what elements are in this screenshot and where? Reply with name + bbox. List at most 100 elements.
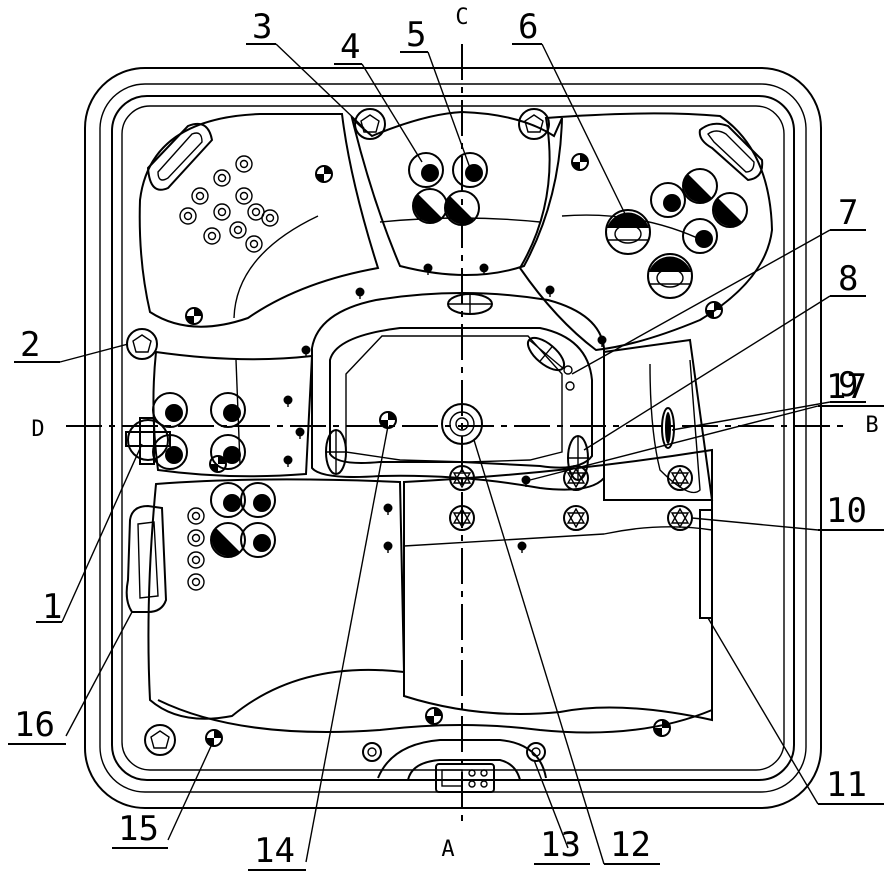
drain-filter bbox=[441, 403, 483, 445]
callout-number: 8 bbox=[838, 259, 858, 299]
callout-number: 5 bbox=[406, 15, 426, 55]
leader-line bbox=[361, 63, 423, 163]
callout-number: 7 bbox=[838, 193, 858, 233]
callout-number: 6 bbox=[518, 7, 538, 47]
leader-line bbox=[61, 443, 143, 623]
large-jet bbox=[412, 188, 448, 224]
large-jet bbox=[650, 182, 686, 218]
air-jet bbox=[425, 707, 443, 725]
leader-line bbox=[473, 439, 605, 865]
rotary-jet bbox=[449, 505, 475, 531]
callout-number: 9 bbox=[838, 365, 858, 405]
axis-letter-bottom: A bbox=[441, 837, 454, 862]
callout-number: 15 bbox=[118, 809, 159, 849]
rotary-jet bbox=[667, 505, 693, 531]
spot-jet bbox=[423, 263, 433, 275]
spot-jet bbox=[517, 541, 527, 553]
pillow-fitting bbox=[518, 108, 550, 140]
callout-number: 10 bbox=[826, 491, 867, 531]
mini-jet bbox=[187, 507, 205, 525]
callout-number: 17 bbox=[826, 367, 867, 407]
spot-jet bbox=[283, 395, 293, 407]
axis-letter-right: B bbox=[865, 413, 878, 438]
large-jet bbox=[210, 392, 246, 428]
suction-fitting bbox=[661, 407, 675, 449]
mini-jet bbox=[245, 235, 263, 253]
air-jet bbox=[185, 307, 203, 325]
leader-line bbox=[275, 43, 365, 129]
suction-fitting bbox=[567, 435, 589, 481]
led-light bbox=[565, 381, 575, 391]
lens-jet bbox=[605, 209, 651, 255]
spot-jet bbox=[383, 541, 393, 553]
large-jet bbox=[240, 482, 276, 518]
mini-jet bbox=[187, 529, 205, 547]
mini-jet bbox=[187, 573, 205, 591]
suction-fitting bbox=[447, 293, 493, 315]
mini-jet bbox=[229, 221, 247, 239]
air-jet bbox=[209, 455, 227, 473]
callout-number: 16 bbox=[14, 705, 55, 745]
mini-jet bbox=[213, 169, 231, 187]
leader-line bbox=[529, 405, 819, 481]
mini-jet bbox=[261, 209, 279, 227]
mini-jet bbox=[179, 207, 197, 225]
large-jet bbox=[682, 168, 718, 204]
control-panel bbox=[377, 739, 547, 793]
leader-line bbox=[691, 517, 819, 531]
pillow-fitting bbox=[126, 328, 158, 360]
callout-number: 11 bbox=[826, 765, 867, 805]
leader-line bbox=[427, 51, 471, 169]
leader-line bbox=[707, 617, 819, 805]
callout-number: 2 bbox=[20, 325, 40, 365]
leader-line bbox=[167, 743, 213, 841]
leader-lines bbox=[8, 43, 884, 871]
leader-line bbox=[541, 43, 629, 221]
spot-jet bbox=[479, 263, 489, 275]
diverter-valve bbox=[125, 417, 171, 465]
callout-number: 12 bbox=[610, 825, 651, 865]
rotary-jet bbox=[667, 465, 693, 491]
leader-line bbox=[305, 425, 389, 863]
mini-jet bbox=[235, 155, 253, 173]
air-jet bbox=[205, 729, 223, 747]
pillow-fitting bbox=[354, 108, 386, 140]
mini-jet bbox=[235, 187, 253, 205]
large-jet bbox=[408, 152, 444, 188]
leader-line bbox=[59, 343, 129, 363]
pillow-fitting bbox=[144, 724, 176, 756]
callout-number: 3 bbox=[252, 7, 272, 47]
spot-jet bbox=[301, 345, 311, 357]
air-jet bbox=[571, 153, 589, 171]
large-jets bbox=[152, 152, 748, 558]
large-jet bbox=[682, 218, 718, 254]
air-jet bbox=[315, 165, 333, 183]
large-jet bbox=[210, 522, 246, 558]
small-jets bbox=[125, 108, 693, 762]
axis-letters: C A D B bbox=[31, 5, 878, 862]
air-jet bbox=[379, 411, 397, 429]
large-jet bbox=[712, 192, 748, 228]
leader-line bbox=[65, 611, 133, 737]
tub-outline bbox=[84, 67, 822, 809]
centerlines bbox=[66, 44, 846, 826]
axis-letter-top: C bbox=[455, 5, 468, 30]
callout-number: 13 bbox=[540, 825, 581, 865]
spot-jet bbox=[295, 427, 305, 439]
suction-fitting bbox=[526, 336, 566, 372]
suction-fitting bbox=[325, 429, 347, 475]
air-control-valve bbox=[362, 742, 382, 762]
callout-number: 4 bbox=[340, 27, 360, 67]
leader-line bbox=[583, 295, 831, 451]
large-jet bbox=[444, 190, 480, 226]
leader-line bbox=[671, 401, 831, 431]
air-jet bbox=[653, 719, 671, 737]
leader-line bbox=[533, 759, 569, 849]
large-jet bbox=[210, 482, 246, 518]
led-light bbox=[563, 365, 573, 375]
mini-jet bbox=[191, 187, 209, 205]
air-jet bbox=[705, 301, 723, 319]
lens-jet bbox=[647, 253, 693, 299]
